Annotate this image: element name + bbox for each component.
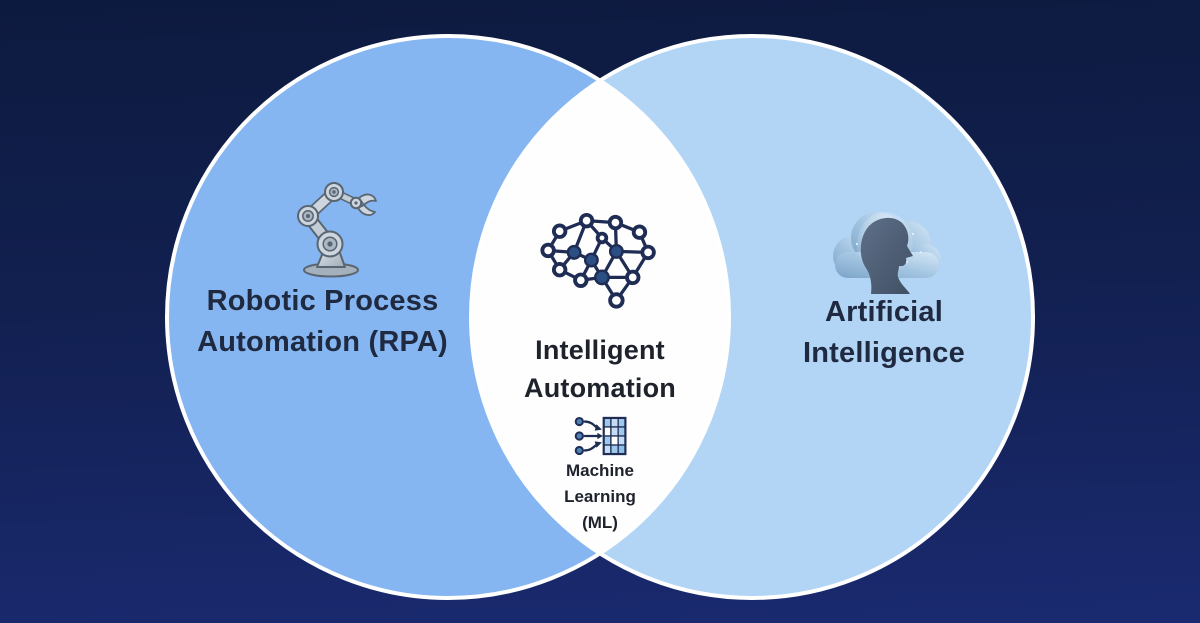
overlap-ml-label: Machine Learning (ML) [564,461,636,532]
cloud-head-icon [833,212,941,294]
left-circle-outline [165,34,731,600]
data-grid-icon [574,416,627,456]
robot-arm-icon [297,182,377,278]
right-circle-outline [469,34,1035,600]
overlap-lens [471,36,729,598]
left-circle-label: Robotic Process Automation (RPA) [197,285,448,358]
overlap-title: Intelligent Automation [524,335,676,403]
neural-network-icon [540,212,656,309]
right-circle-label: Artificial Intelligence [803,296,965,369]
